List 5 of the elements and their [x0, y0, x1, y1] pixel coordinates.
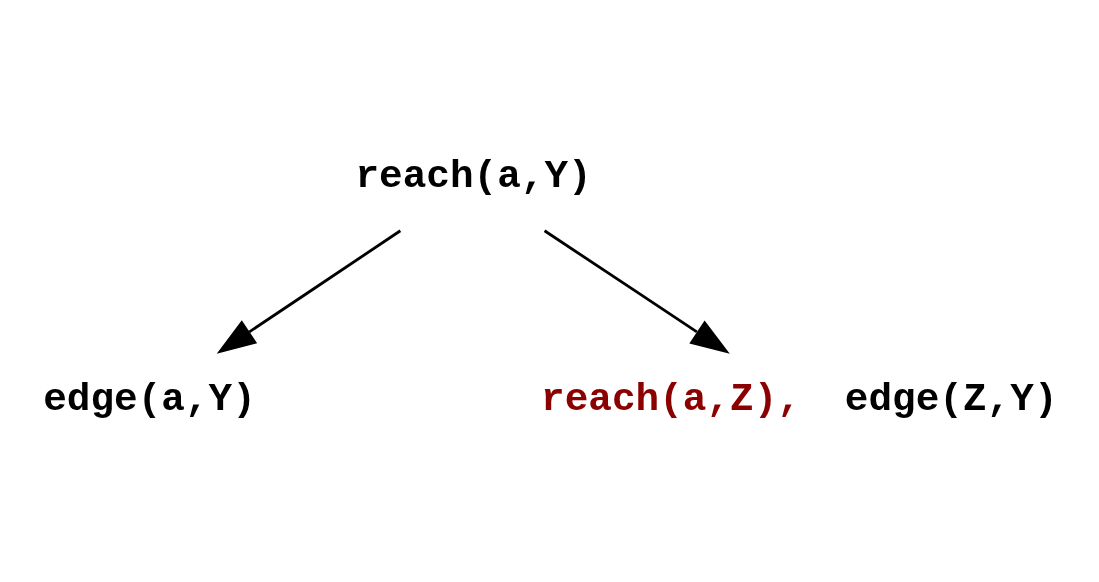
- node-text: edge(a,Y): [43, 376, 256, 422]
- arrow: [216, 229, 402, 354]
- arrow: [543, 229, 730, 354]
- node-text: reach(a,Z), edge(Z,Y): [541, 376, 1058, 422]
- node-text: reach(a,Y): [355, 154, 592, 200]
